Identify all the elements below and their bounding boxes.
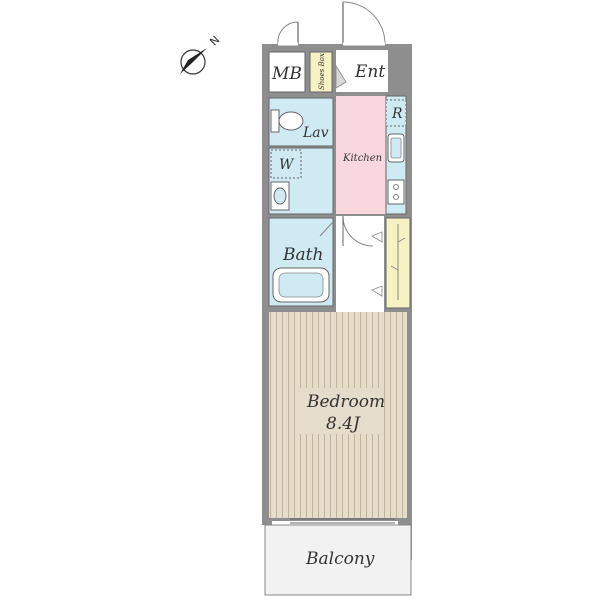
bedroom-label: Bedroom: [306, 392, 385, 412]
bathtub-icon: [272, 267, 330, 303]
mb-door: [277, 21, 299, 46]
washer-label: W: [279, 157, 295, 173]
shoes-box: [309, 51, 333, 93]
bedroom-size: 8.4J: [326, 414, 361, 434]
washbasin-icon: [270, 181, 290, 211]
kitchen-label: Kitchen: [342, 153, 382, 164]
washer-space: [270, 149, 302, 179]
north-arrow-icon: [180, 48, 207, 75]
bath-door: [319, 221, 334, 237]
entrance-label: Ent: [354, 62, 385, 82]
compass-label: N: [207, 33, 222, 48]
shoes-box-label: Shoes Box: [318, 53, 326, 90]
window: [290, 518, 395, 524]
mb-room: [268, 51, 306, 93]
toilet-icon: [270, 109, 304, 133]
lavatory-label: Lav: [302, 125, 329, 141]
bath-label: Bath: [282, 245, 323, 265]
refrigerator-space: [385, 99, 407, 127]
entrance-door: [342, 1, 386, 46]
balcony-label: Balcony: [305, 549, 375, 569]
hallway: [336, 216, 384, 312]
door-stop: [371, 231, 383, 243]
entrance-area: [336, 50, 388, 92]
door-stop-2: [371, 285, 383, 297]
entrance-step: [335, 64, 347, 89]
closet-doors: [390, 224, 406, 300]
sink-icon: [387, 133, 405, 163]
bedroom-label-bg: [300, 388, 384, 434]
refrigerator-label: R: [391, 106, 403, 122]
mb-label: MB: [271, 64, 302, 84]
kitchen-area: [336, 96, 386, 214]
balcony-area: [264, 524, 412, 596]
hall-door: [342, 215, 374, 247]
stove-icon: [387, 179, 405, 205]
